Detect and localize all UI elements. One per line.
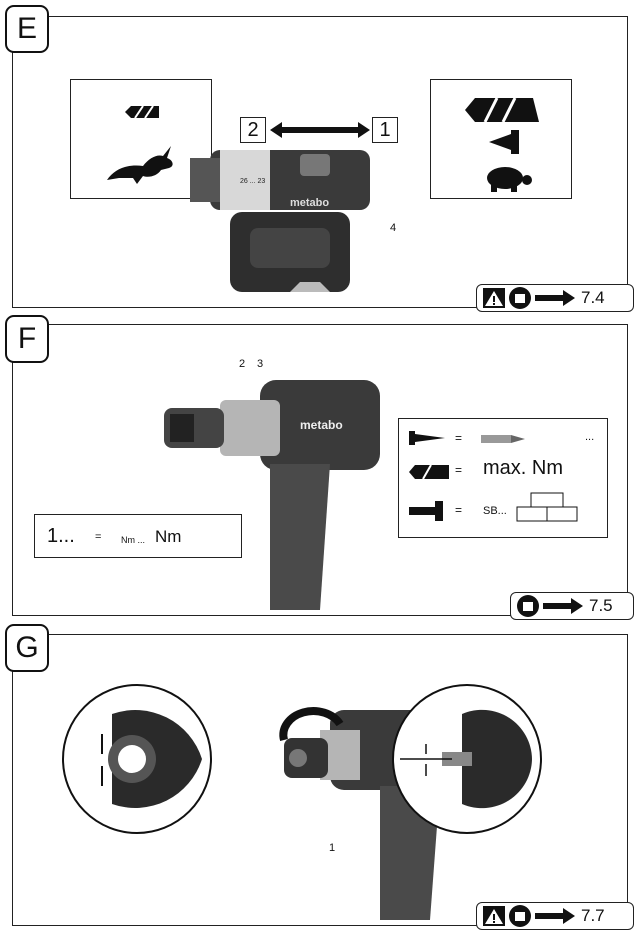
- screw-icon: [409, 431, 445, 445]
- torque-start: 1...: [47, 525, 75, 547]
- drill-side-view-f: [164, 380, 380, 610]
- drill-bit-icon: [125, 105, 159, 119]
- read-manual-icon: [509, 287, 531, 309]
- torque-unit-small: Nm ...: [121, 535, 145, 545]
- gear-2-label: 2: [240, 117, 266, 143]
- drill-bit-icon: [409, 464, 449, 480]
- panel-e-label: E: [5, 5, 49, 53]
- gear-1-label: 1: [372, 117, 398, 143]
- warning-icon: [483, 906, 505, 926]
- callout-4: 4: [390, 222, 397, 234]
- double-arrow-icon: [270, 122, 370, 138]
- legend-row2-eq: =: [455, 463, 463, 477]
- legend-row3-eq: =: [455, 503, 463, 517]
- callout-1: 1: [329, 842, 336, 854]
- chuck-closeup-left: [62, 684, 212, 834]
- gear-fast-box: [70, 79, 212, 199]
- screwdriver-bit-icon: [481, 435, 525, 443]
- legend-row2-text: max. Nm: [483, 457, 563, 479]
- warning-icon: [483, 288, 505, 308]
- ref-7-5: 7.5: [510, 592, 634, 620]
- panel-g-label: G: [5, 624, 49, 672]
- legend-row3-text: SB...: [483, 505, 507, 517]
- mode-legend-box: = ... = max. Nm = SB...: [398, 418, 608, 538]
- rabbit-icon: [107, 146, 173, 184]
- torque-range-box: 1... = Nm ... Nm: [34, 514, 242, 558]
- turtle-icon: [487, 167, 532, 192]
- screw-icon: [489, 130, 519, 154]
- arrow-right-icon: [543, 598, 583, 614]
- gear-slow-box: [430, 79, 572, 199]
- torque-eq: =: [95, 531, 102, 543]
- callout-2: 2: [239, 358, 246, 370]
- ref-number: 7.7: [581, 906, 605, 925]
- drill-top-view: [190, 150, 370, 292]
- ref-7-7: 7.7: [476, 902, 634, 930]
- arrow-right-icon: [535, 908, 575, 924]
- legend-row1-eq: =: [455, 431, 463, 445]
- ref-number: 7.4: [581, 288, 605, 307]
- chuck-closeup-right: [392, 684, 542, 834]
- read-manual-icon: [509, 905, 531, 927]
- legend-row1-tail: ...: [585, 431, 595, 443]
- arrow-right-icon: [535, 290, 575, 306]
- ref-number: 7.5: [589, 596, 613, 615]
- panel-f-label: F: [5, 315, 49, 363]
- callout-3: 3: [257, 358, 264, 370]
- brand-logo-e: metabo: [290, 197, 330, 209]
- masonry-drill-icon: [409, 501, 443, 521]
- read-manual-icon: [517, 595, 539, 617]
- brand-logo-f: metabo: [300, 418, 343, 432]
- drill-bit-icon: [465, 97, 539, 123]
- ring-marks: 26 ... 23: [240, 178, 266, 185]
- ref-7-4: 7.4: [476, 284, 634, 312]
- brick-icon: [516, 492, 578, 522]
- torque-unit: Nm: [155, 527, 182, 546]
